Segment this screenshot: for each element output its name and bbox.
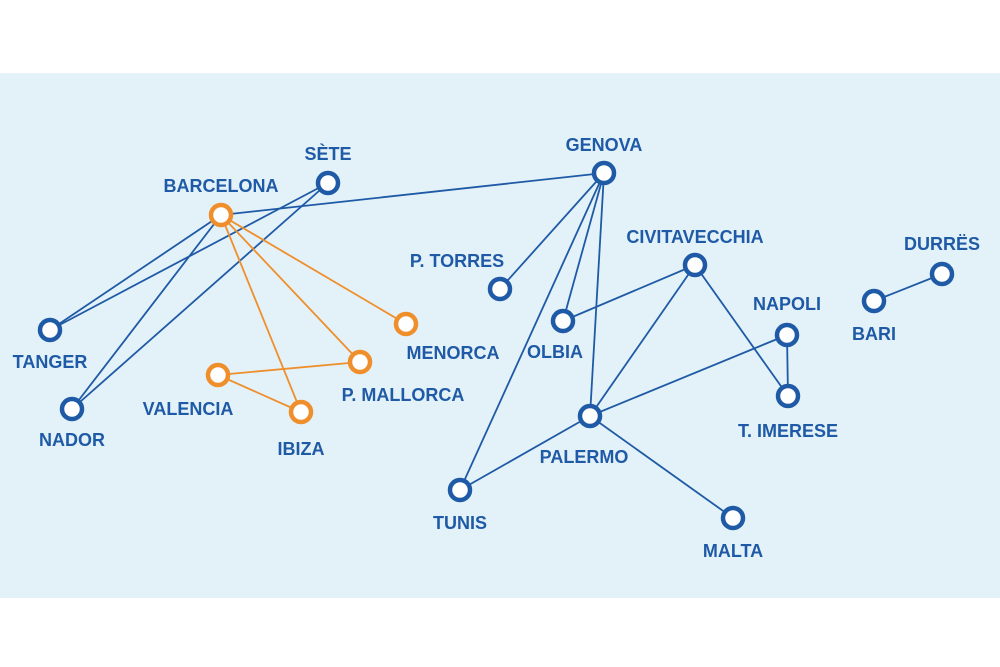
route-barcelona-tanger xyxy=(49,214,222,331)
port-label-t_imerese: T. IMERESE xyxy=(738,421,838,441)
port-label-nador: NADOR xyxy=(39,430,105,450)
route-civitavecchia-palermo xyxy=(589,264,696,417)
route-genova-p_torres xyxy=(499,172,605,290)
port-label-olbia: OLBIA xyxy=(527,342,583,362)
port-label-palermo: PALERMO xyxy=(540,447,629,467)
route-barcelona-ibiza xyxy=(220,214,302,413)
port-label-tanger: TANGER xyxy=(13,352,88,372)
route-sete-tanger xyxy=(49,182,329,331)
port-marker-p_mallorca[interactable] xyxy=(347,349,373,375)
route-napoli-palermo xyxy=(589,334,788,417)
route-genova-olbia xyxy=(562,172,605,322)
port-marker-menorca[interactable] xyxy=(393,311,419,337)
route-palermo-tunis xyxy=(459,415,591,491)
port-marker-olbia[interactable] xyxy=(550,308,576,334)
route-valencia-ibiza xyxy=(217,374,302,413)
routes xyxy=(49,172,943,519)
port-label-menorca: MENORCA xyxy=(407,343,500,363)
port-marker-barcelona[interactable] xyxy=(208,202,234,228)
port-marker-t_imerese[interactable] xyxy=(775,383,801,409)
port-label-napoli: NAPOLI xyxy=(753,294,821,314)
port-marker-tanger[interactable] xyxy=(37,317,63,343)
port-label-civitavecchia: CIVITAVECCHIA xyxy=(626,227,763,247)
route-barcelona-genova xyxy=(220,172,605,216)
route-sete-nador xyxy=(71,182,329,410)
port-marker-p_torres[interactable] xyxy=(487,276,513,302)
route-valencia-p_mallorca xyxy=(217,361,361,376)
port-label-ibiza: IBIZA xyxy=(278,439,325,459)
port-marker-valencia[interactable] xyxy=(205,362,231,388)
port-label-durres: DURRËS xyxy=(904,234,980,254)
route-genova-palermo xyxy=(589,172,605,417)
port-label-sete: SÈTE xyxy=(304,143,351,164)
route-civitavecchia-olbia xyxy=(562,264,696,322)
port-labels: BARCELONA SÈTE GENOVA P. TORRES CIVITAVECCHI… xyxy=(13,135,980,561)
port-marker-nador[interactable] xyxy=(59,396,85,422)
port-marker-malta[interactable] xyxy=(720,505,746,531)
sea-background xyxy=(0,73,1000,598)
port-marker-ibiza[interactable] xyxy=(288,399,314,425)
port-label-valencia: VALENCIA xyxy=(143,399,234,419)
port-label-malta: MALTA xyxy=(703,541,763,561)
route-genova-tunis xyxy=(459,172,605,491)
port-marker-napoli[interactable] xyxy=(774,322,800,348)
ports xyxy=(37,160,955,531)
port-label-p_torres: P. TORRES xyxy=(410,251,504,271)
route-barcelona-menorca xyxy=(220,214,407,325)
port-label-bari: BARI xyxy=(852,324,896,344)
route-barcelona-p_mallorca xyxy=(220,214,361,363)
port-label-genova: GENOVA xyxy=(566,135,643,155)
route-barcelona-nador xyxy=(71,214,222,410)
port-label-p_mallorca: P. MALLORCA xyxy=(342,385,465,405)
port-label-tunis: TUNIS xyxy=(433,513,487,533)
port-marker-sete[interactable] xyxy=(315,170,341,196)
port-marker-civitavecchia[interactable] xyxy=(682,252,708,278)
port-marker-durres[interactable] xyxy=(929,261,955,287)
port-marker-bari[interactable] xyxy=(861,288,887,314)
port-marker-genova[interactable] xyxy=(591,160,617,186)
port-label-barcelona: BARCELONA xyxy=(164,176,279,196)
route-palermo-malta xyxy=(589,415,734,519)
port-marker-tunis[interactable] xyxy=(447,477,473,503)
route-civitavecchia-t_imerese xyxy=(694,264,789,397)
port-marker-palermo[interactable] xyxy=(577,403,603,429)
